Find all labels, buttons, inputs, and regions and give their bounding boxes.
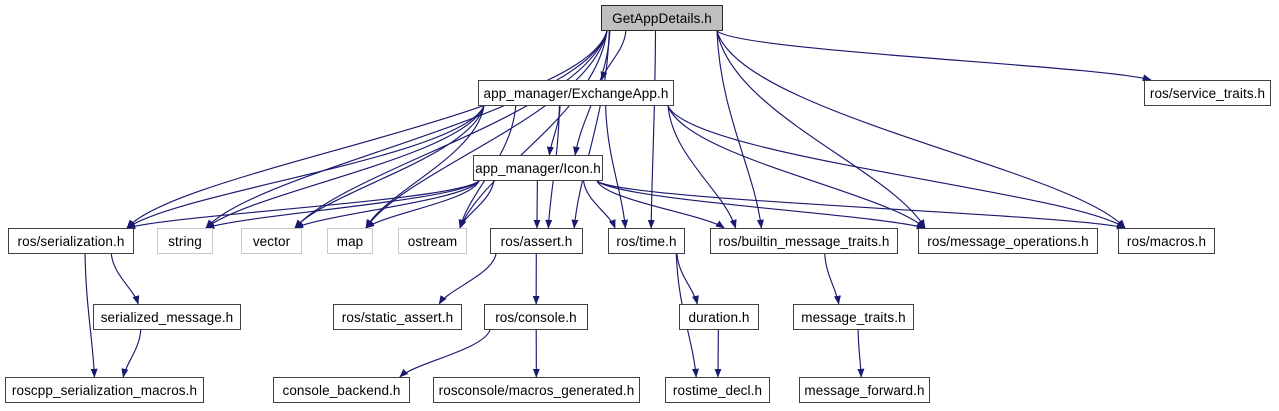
graph-node-map[interactable]: map xyxy=(327,228,373,254)
graph-edge-icon-to-vector xyxy=(294,180,480,229)
graph-edge-icon-to-msgops xyxy=(596,180,926,230)
graph-node-label: ros/service_traits.h xyxy=(1149,85,1266,101)
graph-node-msgfwd[interactable]: message_forward.h xyxy=(799,377,930,403)
graph-edge-exchange-to-macros xyxy=(667,105,1126,229)
graph-node-label: duration.h xyxy=(688,309,750,325)
graph-node-vector[interactable]: vector xyxy=(241,228,302,254)
graph-node-label: ros/static_assert.h xyxy=(341,309,454,325)
graph-node-label: rostime_decl.h xyxy=(672,382,763,398)
graph-node-string[interactable]: string xyxy=(157,228,213,254)
graph-node-rosmacgen[interactable]: rosconsole/macros_generated.h xyxy=(433,377,640,403)
graph-edge-exchange-to-string xyxy=(205,105,485,229)
graph-node-label: app_manager/ExchangeApp.h xyxy=(483,85,669,101)
graph-edge-root-to-ostream xyxy=(459,30,608,229)
graph-node-label: GetAppDetails.h xyxy=(612,10,712,26)
graph-edge-root-to-time xyxy=(647,30,657,229)
graph-edge-builtin-to-msgtraits xyxy=(824,253,841,305)
graph-node-msgops[interactable]: ros/message_operations.h xyxy=(918,228,1098,254)
graph-node-staticass[interactable]: ros/static_assert.h xyxy=(333,304,462,330)
graph-node-time[interactable]: ros/time.h xyxy=(608,228,685,254)
graph-edge-exchange-to-time xyxy=(605,105,629,229)
graph-node-label: ros/assert.h xyxy=(500,233,573,249)
graph-edge-root-to-svctraits xyxy=(716,30,1152,82)
graph-edge-icon-to-macros xyxy=(596,180,1126,230)
graph-node-label: ros/serialization.h xyxy=(17,233,125,249)
graph-node-svctraits[interactable]: ros/service_traits.h xyxy=(1144,80,1271,106)
graph-edge-root-to-map xyxy=(365,30,608,229)
graph-node-ostream[interactable]: ostream xyxy=(398,228,467,254)
graph-edge-icon-to-ostream xyxy=(459,180,495,229)
graph-node-label: ostream xyxy=(407,233,458,249)
graph-node-cbackend[interactable]: console_backend.h xyxy=(273,377,410,403)
graph-node-exchange[interactable]: app_manager/ExchangeApp.h xyxy=(478,80,674,106)
graph-edge-exchange-to-vector xyxy=(294,105,485,229)
graph-edge-sermsg-to-roscppmac xyxy=(121,329,142,378)
graph-node-label: roscpp_serialization_macros.h xyxy=(11,382,198,398)
graph-node-root[interactable]: GetAppDetails.h xyxy=(601,5,723,31)
graph-edge-exchange-to-builtin xyxy=(667,105,737,229)
graph-node-label: ros/builtin_message_traits.h xyxy=(718,233,890,249)
graph-node-builtin[interactable]: ros/builtin_message_traits.h xyxy=(710,228,898,254)
graph-node-label: rosconsole/macros_generated.h xyxy=(438,382,635,398)
graph-node-console[interactable]: ros/console.h xyxy=(484,304,588,330)
graph-node-rostime[interactable]: rostime_decl.h xyxy=(665,377,770,403)
graph-edge-console-to-cbackend xyxy=(399,329,491,378)
graph-node-label: map xyxy=(336,233,364,249)
graph-node-assert[interactable]: ros/assert.h xyxy=(490,228,583,254)
graph-node-roscppmac[interactable]: roscpp_serialization_macros.h xyxy=(5,377,204,403)
graph-edge-msgtraits-to-msgfwd xyxy=(857,329,865,378)
graph-edge-root-to-vector xyxy=(294,30,608,229)
graph-node-label: console_backend.h xyxy=(282,382,401,398)
graph-node-label: vector xyxy=(252,233,291,249)
graph-node-label: ros/message_operations.h xyxy=(927,233,1089,249)
graph-node-icon[interactable]: app_manager/Icon.h xyxy=(473,155,603,181)
graph-edge-icon-to-map xyxy=(365,180,480,229)
graph-node-label: string xyxy=(168,233,202,249)
graph-edge-exchange-to-serial xyxy=(126,105,485,229)
graph-node-sermsg[interactable]: serialized_message.h xyxy=(93,304,241,330)
graph-edge-icon-to-serial xyxy=(126,180,480,230)
graph-edge-root-to-assert xyxy=(571,30,610,229)
graph-edge-icon-to-string xyxy=(205,180,480,229)
graph-node-label: message_forward.h xyxy=(804,382,925,398)
graph-node-duration[interactable]: duration.h xyxy=(679,304,759,330)
graph-node-serial[interactable]: ros/serialization.h xyxy=(8,228,134,254)
graph-node-label: ros/console.h xyxy=(495,309,577,325)
graph-edge-icon-to-builtin xyxy=(596,180,725,229)
graph-edge-assert-to-staticass xyxy=(438,253,497,305)
graph-edge-root-to-string xyxy=(205,30,608,229)
graph-node-macros[interactable]: ros/macros.h xyxy=(1118,228,1215,254)
graph-edge-exchange-to-map xyxy=(365,105,485,229)
graph-edge-root-to-serial xyxy=(126,30,608,229)
graph-node-label: serialized_message.h xyxy=(100,309,234,325)
graph-edge-time-to-duration xyxy=(676,253,699,305)
graph-node-label: ros/macros.h xyxy=(1126,233,1207,249)
graph-edge-icon-to-time xyxy=(582,180,616,229)
graph-node-label: ros/time.h xyxy=(616,233,677,249)
graph-edge-root-to-builtin xyxy=(716,30,764,229)
graph-edge-exchange-to-msgops xyxy=(667,105,926,229)
graph-node-label: app_manager/Icon.h xyxy=(475,160,601,176)
graph-node-label: message_traits.h xyxy=(801,309,906,325)
graph-edge-root-to-exchange xyxy=(600,30,627,81)
graph-edge-serial-to-sermsg xyxy=(110,253,140,305)
graph-edge-root-to-macros xyxy=(716,30,1126,229)
graph-edge-serial-to-roscppmac xyxy=(84,253,98,378)
graph-node-msgtraits[interactable]: message_traits.h xyxy=(793,304,914,330)
graph-edge-root-to-msgops xyxy=(716,30,926,229)
